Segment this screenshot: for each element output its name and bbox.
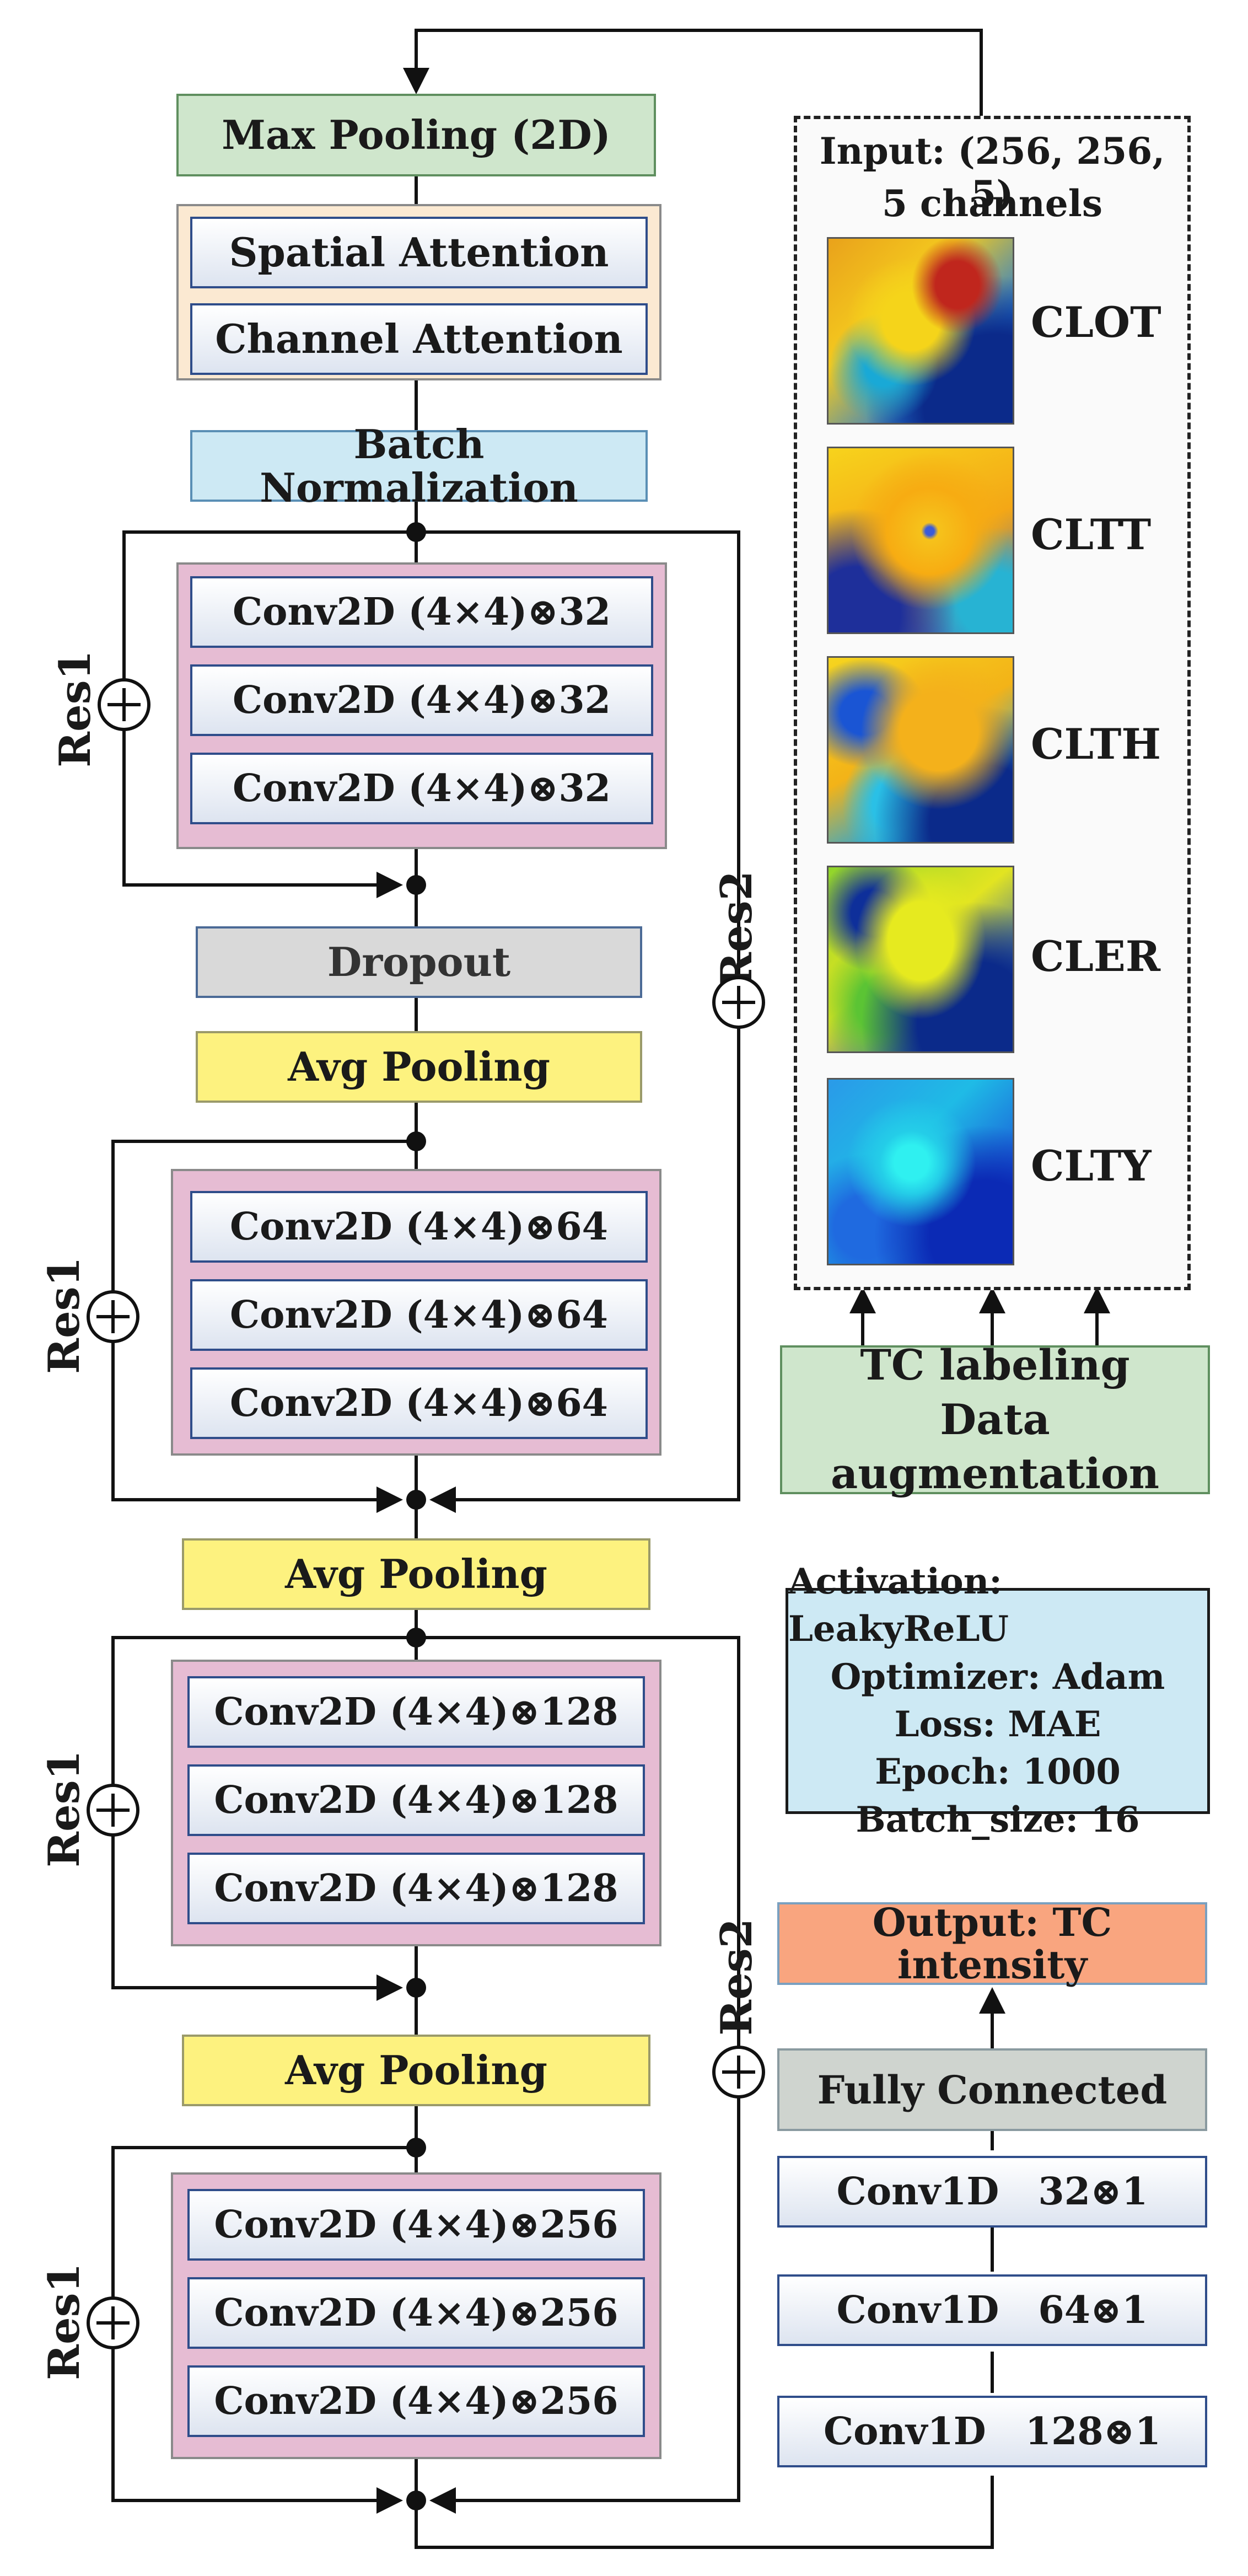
clth-satellite-image: [827, 656, 1014, 844]
input-subtitle: 5 channels: [881, 182, 1103, 225]
residual-add-icon: [87, 1784, 139, 1837]
junction-dot: [406, 2491, 426, 2510]
fully-connected-box: Fully Connected: [777, 2048, 1207, 2131]
junction-dot: [406, 2138, 426, 2158]
cltt-satellite-image: [827, 447, 1014, 634]
hyperparam-epoch: Epoch: 1000: [875, 1751, 1121, 1793]
junction-dot: [406, 1628, 426, 1647]
conv1d-64-box: Conv1D 64⊗1: [777, 2274, 1207, 2346]
residual-add-icon: [87, 1290, 139, 1343]
data-augmentation-text: Data augmentation: [831, 1394, 1159, 1499]
conv2d-256-layer-3: Conv2D (4×4)⊗256: [187, 2365, 645, 2437]
conv1d-32-box: Conv1D 32⊗1: [777, 2156, 1207, 2228]
preprocess-box: TC labeling Data augmentation: [780, 1340, 1210, 1498]
input-title: Input: (256, 256, 5): [819, 130, 1165, 216]
conv2d-32-layer-1: Conv2D (4×4)⊗32: [190, 576, 653, 648]
res1-label-block4: Res1: [39, 2263, 89, 2380]
conv2d-32-layer-3: Conv2D (4×4)⊗32: [190, 753, 653, 824]
avg-pooling-1-box: Avg Pooling: [196, 1031, 642, 1103]
residual-add-icon: [87, 2296, 139, 2349]
junction-dot: [406, 522, 426, 542]
channel-label-clot: CLOT: [1031, 298, 1161, 347]
hyperparam-activation: Activation: LeakyReLU: [788, 1560, 1009, 1650]
avg-pooling-2-box: Avg Pooling: [182, 1538, 650, 1610]
conv2d-128-layer-1: Conv2D (4×4)⊗128: [187, 1676, 645, 1748]
clty-satellite-image: [827, 1078, 1014, 1265]
conv2d-128-layer-2: Conv2D (4×4)⊗128: [187, 1764, 645, 1836]
dropout-box: Dropout: [196, 926, 642, 998]
feedback-line: [403, 29, 983, 116]
residual-add-icon: [712, 976, 765, 1029]
hyperparameters-box: Activation: LeakyReLU Optimizer: Adam Lo…: [786, 1561, 1210, 1840]
res1-label-block3: Res1: [39, 1750, 89, 1867]
res2-label-lower: Res2: [711, 1918, 762, 2036]
avg-pooling-3-box: Avg Pooling: [182, 2035, 650, 2106]
junction-dot: [406, 1131, 426, 1151]
res1-label-block1: Res1: [50, 650, 100, 768]
output-box: Output: TC intensity: [777, 1901, 1207, 1986]
batch-normalization-box: Batch Normalization: [190, 422, 648, 509]
conv2d-64-layer-3: Conv2D (4×4)⊗64: [190, 1367, 648, 1439]
res2-label-upper: Res2: [711, 871, 762, 988]
clot-satellite-image: [827, 237, 1014, 425]
conv2d-128-layer-3: Conv2D (4×4)⊗128: [187, 1853, 645, 1924]
res1-label-block2: Res1: [39, 1257, 89, 1374]
cler-satellite-image: [827, 866, 1014, 1053]
channel-label-cler: CLER: [1031, 932, 1161, 981]
conv2d-64-layer-2: Conv2D (4×4)⊗64: [190, 1279, 648, 1351]
tc-labeling-text: TC labeling: [860, 1340, 1130, 1389]
max-pooling-box: Max Pooling (2D): [176, 94, 656, 176]
junction-dot: [406, 1490, 426, 1510]
channel-label-cltt: CLTT: [1031, 510, 1152, 559]
hyperparam-batch-size: Batch_size: 16: [856, 1799, 1140, 1840]
channel-label-clty: CLTY: [1031, 1141, 1152, 1190]
conv2d-256-layer-1: Conv2D (4×4)⊗256: [187, 2189, 645, 2261]
conv2d-256-layer-2: Conv2D (4×4)⊗256: [187, 2277, 645, 2349]
hyperparam-optimizer: Optimizer: Adam: [830, 1656, 1165, 1698]
conv1d-128-box: Conv1D 128⊗1: [777, 2396, 1207, 2467]
channel-attention-box: Channel Attention: [190, 303, 648, 375]
conv2d-32-layer-2: Conv2D (4×4)⊗32: [190, 664, 653, 736]
hyperparam-loss: Loss: MAE: [894, 1704, 1101, 1745]
residual-add-icon: [712, 2046, 765, 2099]
spatial-attention-box: Spatial Attention: [190, 217, 648, 288]
junction-dot: [406, 1978, 426, 1998]
channel-label-clth: CLTH: [1031, 720, 1161, 769]
conv2d-64-layer-1: Conv2D (4×4)⊗64: [190, 1191, 648, 1263]
junction-dot: [406, 875, 426, 895]
residual-add-icon: [98, 678, 150, 731]
